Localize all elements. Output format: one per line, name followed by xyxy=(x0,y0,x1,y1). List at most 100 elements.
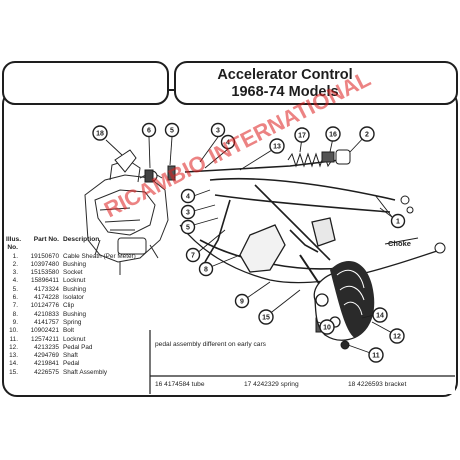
parts-desc: Pedal xyxy=(63,360,80,368)
parts-desc: Clip xyxy=(63,302,75,310)
parts-no: 15. xyxy=(9,368,18,376)
parts-no: 11. xyxy=(9,335,18,343)
callout-8: 8 xyxy=(198,261,214,277)
callout-8-label: 8 xyxy=(204,267,208,274)
callout-7: 7 xyxy=(185,247,201,263)
parts-part: 15153580 xyxy=(30,269,59,277)
callout-18-label: 18 xyxy=(96,131,104,138)
parts-part: 4219841 xyxy=(34,360,59,368)
parts-part: 4173324 xyxy=(34,285,59,293)
callout-17-label: 17 xyxy=(298,133,306,140)
parts-part: 4141757 xyxy=(34,318,59,326)
parts-no: 7. xyxy=(12,302,18,310)
parts-no: 5. xyxy=(12,285,18,293)
callout-15-label: 15 xyxy=(262,315,270,322)
note-pedal: pedal assembly different on early cars xyxy=(155,341,266,348)
parts-desc: Isolator xyxy=(63,294,84,302)
parts-no: 3. xyxy=(12,269,18,277)
parts-no: 10. xyxy=(9,327,18,335)
parts-no: 6. xyxy=(12,294,18,302)
parts-row: 5. 4173324 Bushing xyxy=(6,286,146,294)
parts-list-header: Illus. No. Part No. Description xyxy=(6,236,146,253)
callout-13-label: 13 xyxy=(273,144,281,151)
parts-desc: Spring xyxy=(63,318,82,326)
parts-rows: 1. 19150670 Cable Sheath (Per Meter) 2. 1039… xyxy=(6,253,146,377)
choke-label: Choke xyxy=(388,239,411,248)
parts-part: 10397480 xyxy=(30,260,59,268)
parts-row: 14. 4219841 Pedal xyxy=(6,360,146,368)
title-line-2: 1968-74 Models xyxy=(231,84,339,100)
parts-desc: Bolt xyxy=(63,327,75,335)
parts-part: 4210833 xyxy=(34,310,59,318)
title-box-right xyxy=(174,61,458,105)
callout-5b-label: 5 xyxy=(186,225,190,232)
callout-9: 9 xyxy=(234,293,250,309)
callout-4a-label: 4 xyxy=(226,140,230,147)
callout-11-label: 11 xyxy=(372,353,380,360)
parts-part: 15896411 xyxy=(31,277,59,285)
callout-18: 18 xyxy=(92,125,108,141)
parts-part: 12574211 xyxy=(31,335,59,343)
footer-18: 18 4226593 bracket xyxy=(348,381,407,388)
parts-desc: Cable Sheath (Per Meter) xyxy=(63,252,136,260)
bottom-band xyxy=(150,376,455,394)
callout-3a: 3 xyxy=(210,122,226,138)
callout-13: 13 xyxy=(269,138,285,154)
choke-arrow xyxy=(384,237,419,245)
parts-no: 4. xyxy=(12,277,18,285)
callout-1-label: 1 xyxy=(396,219,400,226)
parts-part: 19150670 xyxy=(30,252,59,260)
parts-row: 11. 12574211 Locknut xyxy=(6,336,146,344)
callout-9-label: 9 xyxy=(240,299,244,306)
parts-part: 4226575 xyxy=(34,368,59,376)
parts-row: 9. 4141757 Spring xyxy=(6,319,146,327)
parts-desc: Shaft Assembly xyxy=(63,368,108,376)
callout-14-label: 14 xyxy=(376,313,384,320)
callout-14: 14 xyxy=(372,307,388,323)
callout-2: 2 xyxy=(359,126,375,142)
callout-3b: 3 xyxy=(180,204,196,220)
callout-12: 12 xyxy=(389,328,405,344)
parts-row: 1. 19150670 Cable Sheath (Per Meter) xyxy=(6,253,146,261)
parts-no: 9. xyxy=(12,318,18,326)
parts-desc: Pedal Pad xyxy=(63,343,93,351)
parts-desc: Locknut xyxy=(63,335,86,343)
parts-no: 1. xyxy=(12,252,18,260)
parts-part: 4174228 xyxy=(34,294,59,302)
parts-part: 10124776 xyxy=(30,302,59,310)
parts-no: 2. xyxy=(12,260,18,268)
parts-part: 4213235 xyxy=(34,343,59,351)
footer-17: 17 4242329 spring xyxy=(244,381,299,388)
parts-desc: Bushing xyxy=(63,285,87,293)
parts-no: 13. xyxy=(9,352,18,360)
callout-5: 5 xyxy=(164,122,180,138)
parts-desc: Shaft xyxy=(63,352,78,360)
parts-no: 14. xyxy=(9,360,18,368)
callout-5-label: 5 xyxy=(170,128,174,135)
parts-part: 4294769 xyxy=(34,352,59,360)
callout-1: 1 xyxy=(390,213,406,229)
callout-4b: 4 xyxy=(180,188,196,204)
pedal-pad-12 xyxy=(330,261,375,338)
parts-list: Illus. No. Part No. Description 1. 191506… xyxy=(6,236,146,377)
callout-5b: 5 xyxy=(180,219,196,235)
parts-desc: Socket xyxy=(63,269,83,277)
callouts: 18 6 5 3 4 13 17 16 2 1 4 3 5 7 8 9 15 1… xyxy=(92,122,406,363)
callout-15: 15 xyxy=(258,309,274,325)
parts-row: 15. 4226575 Shaft Assembly xyxy=(6,369,146,377)
footer-16: 16 4174584 tube xyxy=(155,381,205,388)
callout-16-label: 16 xyxy=(329,132,337,139)
parts-no: 12. xyxy=(9,343,18,351)
header-part: Part No. xyxy=(33,236,59,243)
callout-10-label: 10 xyxy=(323,325,331,332)
parts-row: 6. 4174228 Isolator xyxy=(6,294,146,302)
callout-3b-label: 3 xyxy=(186,210,190,217)
callout-16: 16 xyxy=(325,126,341,142)
callout-6: 6 xyxy=(141,122,157,138)
callout-10: 10 xyxy=(319,319,335,335)
